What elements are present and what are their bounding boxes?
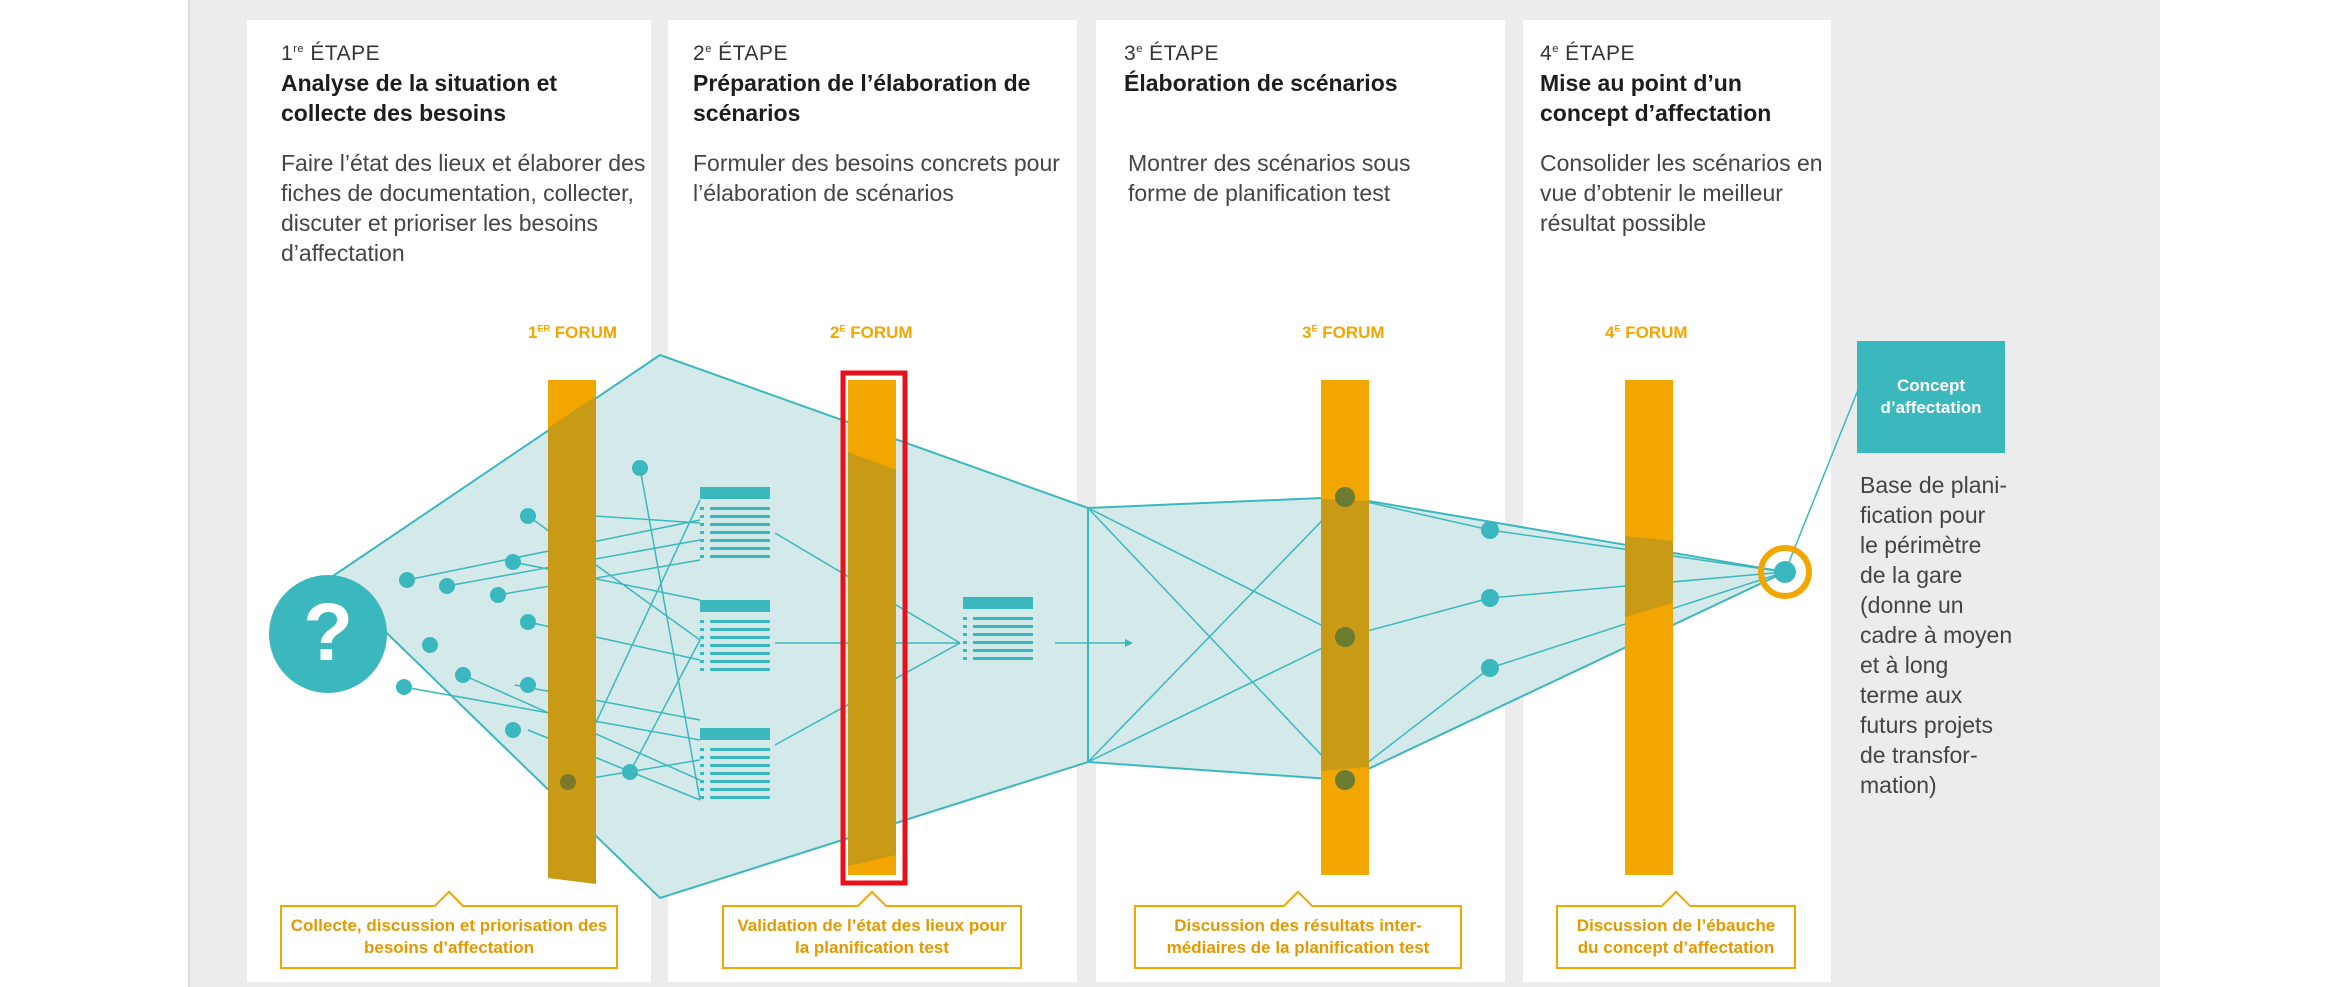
stage-step-label: 4e ÉTAPE (1540, 42, 1635, 65)
callout-forum-1: Collecte, discussion et priorisation des… (280, 905, 618, 969)
callout-forum-3: Discussion des résultats inter-médiaires… (1134, 905, 1462, 969)
question-mark-icon: ? (269, 575, 387, 693)
forum-bar-4 (1625, 380, 1673, 875)
target-dot (1774, 561, 1796, 583)
stage-step-label: 2e ÉTAPE (693, 42, 788, 65)
stage-title: Mise au point d’un concept d’affectation (1540, 70, 1772, 126)
callout-forum-4: Discussion de l’ébauche du concept d’aff… (1556, 905, 1796, 969)
forum-bar-1-overlap (548, 396, 596, 884)
stage-title: Élaboration de scénarios (1124, 70, 1398, 96)
stage-step-label: 3e ÉTAPE (1124, 42, 1219, 65)
arrow-head (1125, 639, 1133, 647)
forum-label-3: 3E FORUM (1302, 323, 1385, 342)
concept-box: Concept d’affectation (1857, 341, 2005, 453)
overlap-dot (560, 774, 576, 790)
connector-lines (403, 384, 1861, 801)
stage-description: Formuler des besoins concrets pour l’éla… (693, 150, 1060, 206)
forum-label-2: 2E FORUM (830, 323, 913, 342)
callout-forum-2: Validation de l’état des lieux pour la p… (722, 905, 1022, 969)
stage-panel-4: 4e ÉTAPE Mise au point d’un concept d’af… (1523, 20, 1831, 982)
svg-text:?: ? (303, 587, 353, 678)
stage-title: Analyse de la situation et collecte des … (281, 70, 558, 126)
left-divider (188, 0, 190, 987)
stage-title: Préparation de l’élaboration de scénario… (693, 70, 1031, 126)
forum-3-nodes (1335, 487, 1355, 790)
stage-description: Montrer des scénarios sous forme de plan… (1128, 150, 1411, 206)
highlight-box (840, 370, 908, 886)
data-dots (396, 460, 1499, 780)
stage-description: Faire l’état des lieux et élaborer des f… (281, 150, 646, 266)
target-ring (1758, 545, 1812, 599)
document-list-icon (700, 487, 1033, 799)
forum-label-1: 1ER FORUM (528, 323, 618, 342)
forum-label-4: 4E FORUM (1605, 323, 1688, 342)
stage-description: Consolider les scénarios en vue d’obteni… (1540, 150, 1823, 236)
concept-description: Base de plani- fication pour le périmètr… (1860, 472, 2013, 798)
forum-bar-2-overlap (848, 452, 896, 866)
funnel-stage-3-4 (1087, 495, 1789, 782)
stage-step-label: 1re ÉTAPE (281, 42, 381, 65)
forum-bar-4-overlap (1625, 536, 1673, 617)
